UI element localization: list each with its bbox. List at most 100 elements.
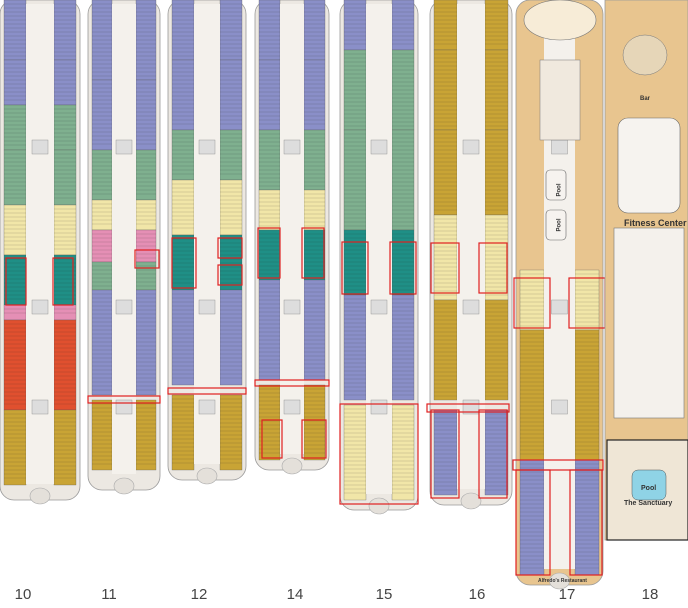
deck-label-11[interactable]: 11 <box>101 586 117 603</box>
cabin-block-right <box>484 0 509 51</box>
cabin-block-left-cabin-lines <box>172 63 194 125</box>
cabin-block-left-cabin-lines <box>172 293 194 379</box>
cabin-block-right <box>219 234 243 291</box>
cabin-block-right <box>219 179 243 236</box>
stairwell <box>370 299 388 315</box>
cabin-block-left <box>91 289 113 396</box>
cabin-block-right-cabin-lines <box>220 3 242 57</box>
cabin-block-left-cabin-lines <box>344 233 366 291</box>
cabin-block-right <box>303 0 326 61</box>
corridor <box>280 4 304 454</box>
cabin-block-left <box>3 304 27 321</box>
highlight-box <box>389 241 417 295</box>
cabin-block-right-cabin-lines <box>485 303 508 397</box>
highlight-box <box>341 241 369 295</box>
cabin-block-left-cabin-lines <box>259 283 280 377</box>
bow-lounge <box>523 0 597 41</box>
stairwell <box>370 399 388 415</box>
cabin-block-right-cabin-lines <box>485 53 508 127</box>
stairwell <box>198 299 216 315</box>
cabin-block-left-cabin-lines <box>4 413 26 479</box>
cabin-block-left <box>3 59 27 106</box>
cabin-block-left <box>171 129 195 181</box>
deck-label-10[interactable]: 10 <box>14 586 32 603</box>
cabin-block-right <box>135 79 157 151</box>
cabin-block-right-cabin-lines <box>304 193 325 227</box>
cabin-block-right <box>574 459 600 576</box>
stern-section <box>460 492 482 510</box>
cabin-block-left-cabin-lines <box>4 108 26 146</box>
fitness-center-area <box>613 227 685 419</box>
corridor <box>194 4 220 464</box>
cabin-block-left <box>343 294 367 401</box>
cabin-block-right <box>135 199 157 231</box>
cabin-block-right <box>303 129 326 191</box>
cabin-block-right <box>574 329 600 461</box>
cabin-block-right-cabin-lines <box>304 233 325 275</box>
sun-terrace <box>617 117 681 214</box>
forward-deck <box>622 34 668 76</box>
highlight-box <box>257 227 281 279</box>
deck-label-18[interactable]: 18 <box>641 586 659 603</box>
cabin-block-left-cabin-lines <box>344 53 366 127</box>
deck-label-12[interactable]: 12 <box>190 586 208 603</box>
cabin-block-left <box>3 204 27 256</box>
cabin-block-right-cabin-lines <box>54 258 76 300</box>
cabin-block-left-cabin-lines <box>172 398 194 464</box>
cabin-block-left-cabin-lines <box>172 133 194 175</box>
highlight-box <box>513 277 551 329</box>
cabin-block-right <box>303 279 326 381</box>
cabin-block-left <box>171 179 195 236</box>
cabin-block-left <box>343 129 367 231</box>
stern-section <box>368 497 390 515</box>
cabin-block-left <box>171 234 195 291</box>
cabin-block-right <box>303 384 326 461</box>
cabin-block-left-cabin-lines <box>92 233 112 259</box>
cabin-block-left <box>171 59 195 131</box>
cabin-block-right-cabin-lines <box>136 293 156 391</box>
cabin-block-left-cabin-lines <box>92 153 112 195</box>
stairwell <box>115 299 133 315</box>
cabin-block-right-cabin-lines <box>304 283 325 377</box>
cabin-block-left-cabin-lines <box>520 463 544 569</box>
cabin-block-right-cabin-lines <box>54 108 76 146</box>
corridor <box>457 4 485 489</box>
fitness-center-label: Fitness Center <box>624 218 687 228</box>
cabin-block-left-cabin-lines <box>434 53 457 127</box>
stairwell <box>198 399 216 415</box>
stern-section <box>281 457 303 475</box>
cabin-block-left-cabin-lines <box>344 298 366 396</box>
deck-label-14[interactable]: 14 <box>286 586 304 603</box>
stern-section <box>196 467 218 485</box>
cabin-block-right-cabin-lines <box>220 398 242 464</box>
cabin-block-right <box>484 214 509 301</box>
highlight-box <box>217 237 243 259</box>
pool-label-1: Pool <box>556 183 563 197</box>
cabin-block-left-cabin-lines <box>259 193 280 227</box>
highlight-box <box>512 459 604 471</box>
deck-label-16[interactable]: 16 <box>468 586 486 603</box>
deck-label-15[interactable]: 15 <box>375 586 393 603</box>
cabin-block-left-cabin-lines <box>4 208 26 250</box>
cabin-block-left <box>3 0 27 61</box>
cabin-block-left-cabin-lines <box>4 153 26 199</box>
deck-11 <box>87 0 161 495</box>
deck-structure <box>539 59 581 141</box>
cabin-block-right <box>303 229 326 281</box>
cabin-block-left-cabin-lines <box>172 183 194 229</box>
stairwell <box>31 139 49 155</box>
cabin-block-left-cabin-lines <box>434 133 457 211</box>
cabin-block-left <box>519 329 545 461</box>
deck-label-17[interactable]: 17 <box>558 586 576 603</box>
highlight-box <box>171 237 197 289</box>
cabin-block-right-cabin-lines <box>392 3 414 45</box>
cabin-block-right-cabin-lines <box>136 265 156 287</box>
cabin-block-left <box>343 0 367 51</box>
cabin-block-left-cabin-lines <box>172 3 194 57</box>
cabin-block-left-cabin-lines <box>92 3 112 77</box>
stairwell <box>462 139 480 155</box>
cabin-block-right-cabin-lines <box>136 3 156 77</box>
deck-14 <box>254 0 330 475</box>
cabin-block-left <box>91 79 113 151</box>
